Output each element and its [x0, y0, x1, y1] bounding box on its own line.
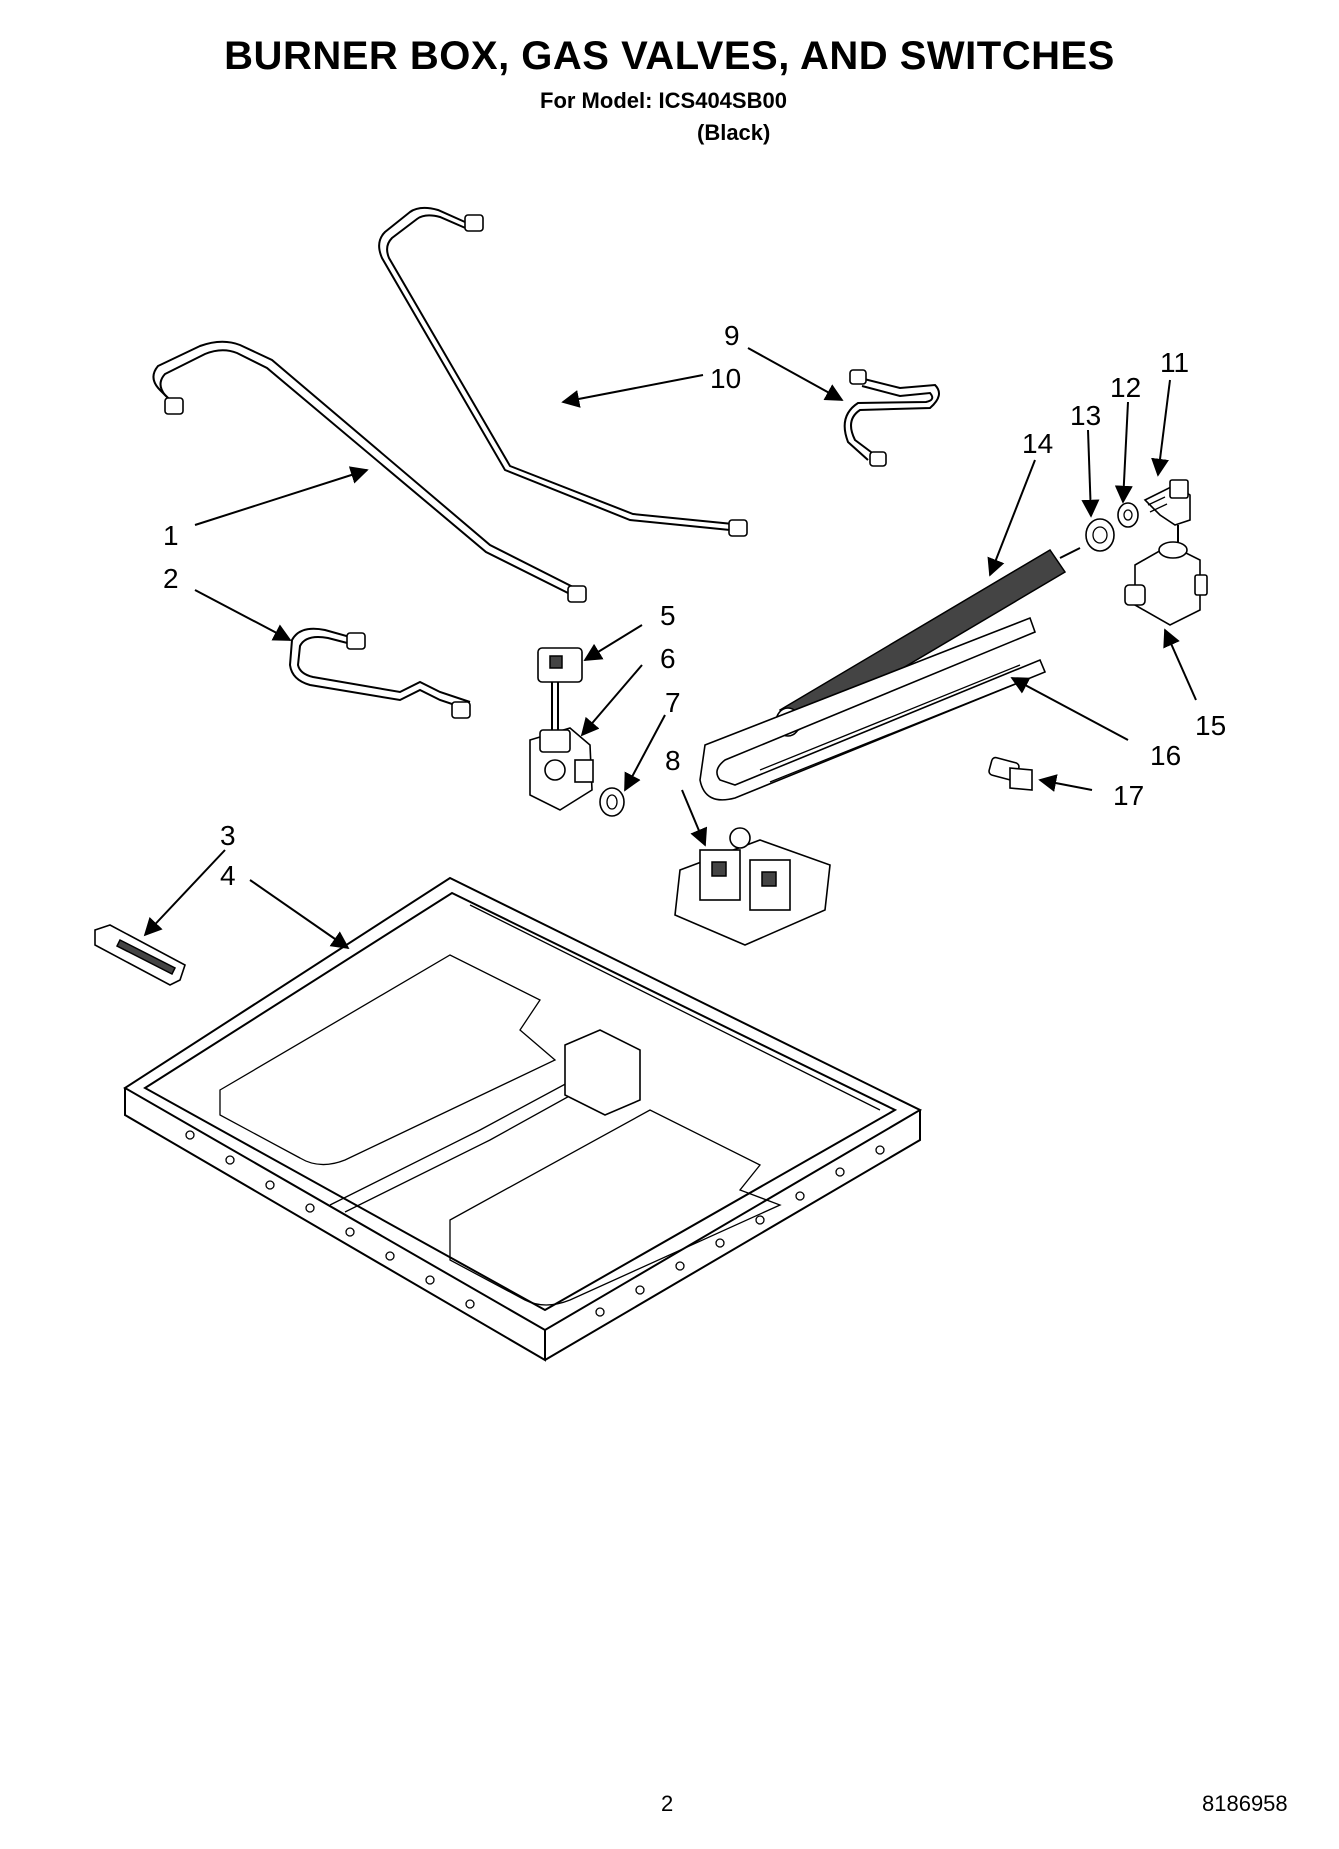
callout-5: 5	[660, 600, 676, 631]
callout-12: 12	[1110, 372, 1141, 403]
callout-7: 7	[665, 687, 681, 718]
callout-14: 14	[1022, 428, 1053, 459]
callout-4: 4	[220, 860, 236, 891]
part-11-elbow-fitting	[1143, 479, 1191, 526]
callout-15: 15	[1195, 710, 1226, 741]
part-10-gas-tube	[378, 206, 748, 537]
model-line: For Model: ICS404SB00	[540, 88, 787, 113]
part-13-nut	[1085, 518, 1115, 552]
callout-6: 6	[660, 643, 676, 674]
leader-lines	[143, 347, 1197, 950]
part-9-small-tube	[843, 369, 940, 467]
part-7-washer	[599, 787, 625, 817]
callout-numbers: 1 2 3 4 5 6 7 8 9 10 11 12 13 14 15 16 1…	[163, 320, 1226, 891]
part-15-regulator	[1124, 525, 1208, 626]
part-17-bolt	[988, 756, 1033, 791]
callout-17: 17	[1113, 780, 1144, 811]
callout-3: 3	[220, 820, 236, 851]
callout-1: 1	[163, 520, 179, 551]
color-line: (Black)	[697, 120, 771, 145]
part-1-gas-tube	[152, 340, 587, 603]
callout-10: 10	[710, 363, 741, 394]
callout-9: 9	[724, 320, 740, 351]
part-16-burner-bracket	[699, 616, 1047, 801]
page-number: 2	[661, 1791, 674, 1816]
callout-2: 2	[163, 563, 179, 594]
callout-8: 8	[665, 745, 681, 776]
part-5-6-gas-valve	[529, 647, 594, 811]
callout-13: 13	[1070, 400, 1101, 431]
callout-16: 16	[1150, 740, 1181, 771]
callout-11: 11	[1160, 347, 1189, 378]
part-2-gas-tube	[288, 627, 471, 719]
part-3-bracket	[94, 924, 186, 986]
page-title: BURNER BOX, GAS VALVES, AND SWITCHES	[224, 34, 1115, 78]
part-12-washer	[1117, 502, 1139, 528]
part-8-switch	[674, 827, 831, 946]
document-number: 8186958	[1202, 1791, 1288, 1816]
part-4-burner-box	[123, 876, 923, 1362]
